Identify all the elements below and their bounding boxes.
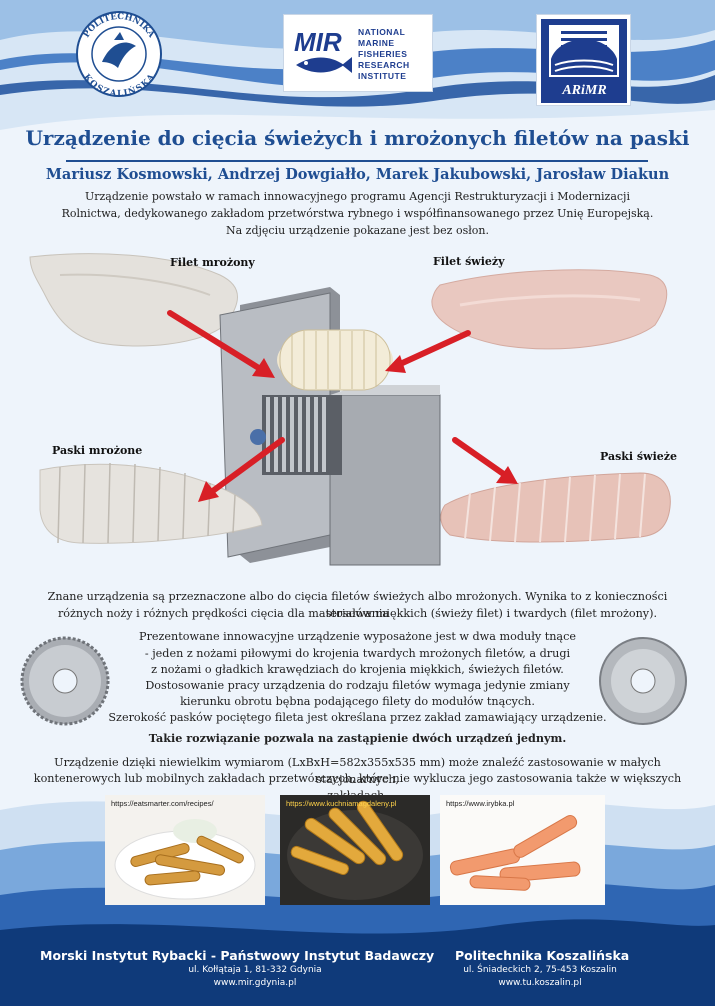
intro-line-1: Urządzenie powstało w ramach innowacyjne… xyxy=(84,190,630,203)
arimr-logo-text: ARiMR xyxy=(562,83,607,98)
photo-1: https://eatsmarter.com/recipes/ xyxy=(105,795,265,905)
footer-right-web[interactable]: www.tu.koszalin.pl xyxy=(498,978,582,988)
authors: Mariusz Kosmowski, Andrzej Dowgiałło, Ma… xyxy=(45,166,670,183)
machine-figure xyxy=(29,253,671,566)
mir-line-3: FISHERIES xyxy=(358,49,408,59)
fish-fingers-image xyxy=(280,795,430,905)
arrow-frozen-strips xyxy=(198,437,285,502)
footer-left-web[interactable]: www.mir.gdynia.pl xyxy=(213,978,297,988)
paragraph-2-line-5: kierunku obrotu bębna podającego filety … xyxy=(180,695,535,708)
label-frozen-fillet: Filet mrożony xyxy=(170,256,255,269)
title-divider xyxy=(66,160,648,162)
mir-line-2: MARINE xyxy=(358,38,395,48)
salmon-strips-image xyxy=(440,795,605,905)
photo-2: https://www.kuchniamagdaleny.pl xyxy=(280,795,430,905)
mir-line-4: RESEARCH xyxy=(358,60,410,70)
page-title: Urządzenie do cięcia świeżych i mrożonyc… xyxy=(25,126,690,150)
photo-2-url: https://www.kuchniamagdaleny.pl xyxy=(286,799,397,808)
arimr-emblem-icon xyxy=(541,19,627,103)
paragraph-2-line-6: Szerokość pasków pociętego fileta jest o… xyxy=(108,711,607,724)
footer-right-name: Politechnika Koszalińska xyxy=(455,948,630,963)
politechnika-koszalinska-logo: POLITECHNIKA KOSZALIŃSKA xyxy=(76,11,162,98)
photo-3-url: https://www.irybka.pl xyxy=(446,799,515,808)
intro-line-3: Na zdjęciu urządzenie pokazane jest bez … xyxy=(225,224,490,237)
photo-3: https://www.irybka.pl xyxy=(440,795,605,905)
paragraph-2-line-1: Prezentowane innowacyjne urządzenie wypo… xyxy=(139,630,576,643)
footer-left-name: Morski Instytut Rybacki - Państwowy Inst… xyxy=(40,948,435,963)
mir-line-5: INSTITUTE xyxy=(358,71,407,81)
arimr-logo: ARiMR xyxy=(536,14,631,106)
label-frozen-strips: Paski mrożone xyxy=(52,444,143,457)
smooth-blade-icon xyxy=(599,637,687,725)
photo-1-url: https://eatsmarter.com/recipes/ xyxy=(111,799,214,808)
paragraph-1-line-2: różnych noży i różnych prędkości cięcia … xyxy=(57,607,658,620)
paragraph-1-line-1: Znane urządzenia są przeznaczone albo do… xyxy=(47,590,668,620)
mir-line-1: NATIONAL xyxy=(358,27,406,37)
arrow-fresh-strips xyxy=(452,437,518,484)
label-fresh-fillet: Filet świeży xyxy=(433,255,505,268)
arrow-frozen-fillet xyxy=(167,310,275,378)
mir-logo: MIR NATIONAL MARINE FISHERIES RESEARCH I… xyxy=(283,14,433,92)
label-fresh-strips: Paski świeże xyxy=(600,450,678,463)
paragraph-2-line-4: Dostosowanie pracy urządzenia do rodzaju… xyxy=(145,679,570,692)
paragraph-3-line-1: Urządzenie dzięki niewielkim wymiarom (L… xyxy=(54,756,661,786)
mir-abbr: MIR xyxy=(294,27,342,57)
footer-right-address: ul. Śniadeckich 2, 75-453 Koszalin xyxy=(463,965,617,975)
paragraph-2-line-2: - jeden z nożami piłowymi do krojenia tw… xyxy=(144,647,571,660)
arrow-fresh-fillet xyxy=(385,330,471,373)
footer-left-address: ul. Kołłątaja 1, 81-332 Gdynia xyxy=(188,965,322,975)
intro-line-2: Rolnictwa, dedykowanego zakładom przetwó… xyxy=(61,207,654,220)
fresh-fillet-image xyxy=(431,269,668,350)
fresh-strips-image xyxy=(440,472,671,543)
serrated-blade-icon xyxy=(20,636,110,726)
mir-fish-icon: MIR xyxy=(294,27,352,73)
fried-fish-strips-image xyxy=(105,795,265,905)
key-statement: Takie rozwiązanie pozwala na zastąpienie… xyxy=(148,731,567,745)
paragraph-2-line-3: z nożami o gładkich krawędziach do kroje… xyxy=(151,663,564,676)
